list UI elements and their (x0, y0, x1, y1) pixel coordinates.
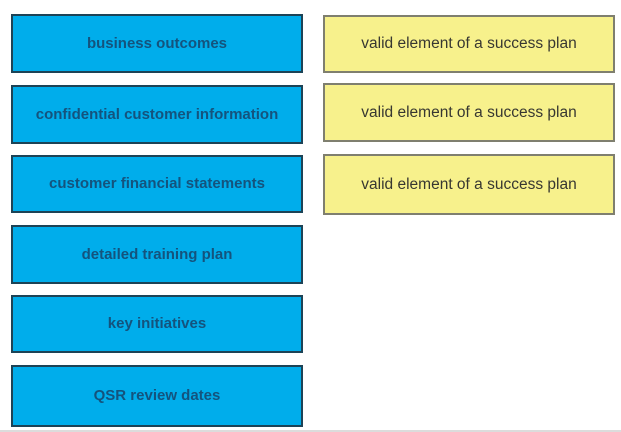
drag-item-key-initiatives[interactable]: key initiatives (11, 295, 303, 353)
drop-target-success-plan-3[interactable]: valid element of a success plan (323, 154, 615, 215)
drag-item-qsr-review-dates[interactable]: QSR review dates (11, 365, 303, 427)
drop-target-success-plan-2[interactable]: valid element of a success plan (323, 83, 615, 142)
drag-item-detailed-training-plan[interactable]: detailed training plan (11, 225, 303, 284)
drag-item-business-outcomes[interactable]: business outcomes (11, 14, 303, 73)
drag-item-confidential-customer-information[interactable]: confidential customer information (11, 85, 303, 144)
drag-item-customer-financial-statements[interactable]: customer financial statements (11, 155, 303, 213)
drop-target-success-plan-1[interactable]: valid element of a success plan (323, 15, 615, 73)
